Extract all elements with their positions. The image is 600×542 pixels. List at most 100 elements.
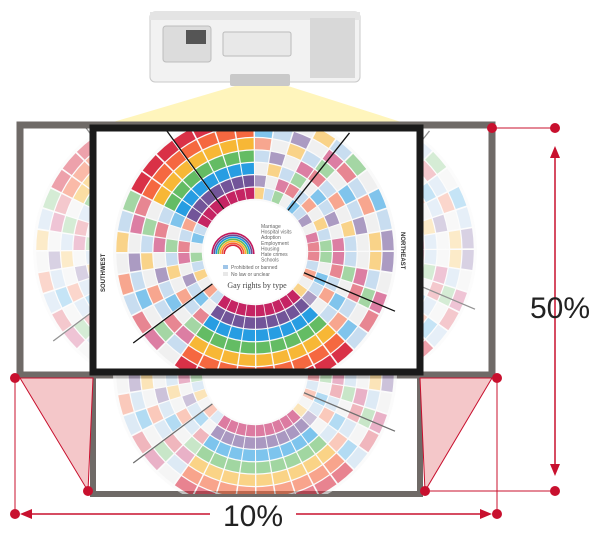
chart-ring-cell: [141, 373, 153, 390]
chart-ring-cell: [369, 232, 382, 250]
chart-ring-cell: [376, 160, 394, 177]
chart-ring-cell: [94, 159, 113, 178]
chart-ring-cell: [244, 317, 255, 329]
chart-ring-cell: [256, 354, 273, 366]
keystone-right-wedge: [420, 378, 492, 491]
chart-ring-cell: [49, 232, 61, 250]
chart-ring-cell: [382, 148, 401, 166]
horizontal-shift-label: 10%: [223, 500, 283, 533]
chart-ring-cell: [368, 342, 387, 358]
chart-ring-cell: [256, 341, 271, 353]
chart-ring-cell: [246, 425, 255, 437]
chart-ring-cell: [116, 374, 129, 394]
chart-ring-cell: [357, 354, 369, 371]
chart-ring-cell: [239, 474, 255, 486]
chart-ring-cell: [36, 252, 49, 272]
chart-ring-cell: [129, 253, 142, 271]
chart-ring-cell: [141, 236, 153, 252]
marker-dot: [10, 373, 20, 383]
marker-dot: [10, 509, 20, 519]
chart-ring-cell: [141, 253, 153, 270]
chart-ring-cell: [73, 251, 85, 266]
chart-ring-cell: [256, 329, 269, 341]
chart-ring-cell: [153, 253, 165, 268]
chart-ring-cell: [399, 178, 416, 196]
chart-ring-cell: [240, 341, 255, 353]
chart-ring-cell: [102, 216, 116, 230]
chart-ring-cell: [240, 461, 255, 473]
legend-item: Schools: [261, 258, 279, 264]
chart-ring-cell: [61, 251, 73, 268]
chart-ring-cell: [381, 350, 394, 370]
chart-ring-cell: [449, 230, 462, 248]
chart-ring-cell: [255, 175, 266, 187]
chart-ring-cell: [395, 158, 414, 177]
vent-grille: [310, 18, 355, 78]
marker-dot: [420, 486, 430, 496]
chart-ring-cell: [166, 239, 178, 252]
chart-ring-cell: [371, 130, 391, 147]
chart-ring-cell: [377, 323, 395, 340]
chart-ring-cell: [98, 239, 110, 250]
status-legend-item: No law or unclear: [231, 272, 270, 278]
chart-ring-cell: [381, 252, 393, 272]
chart-ring-cell: [381, 230, 394, 250]
chart-ring-cell: [125, 342, 144, 358]
chart-ring-cell: [119, 353, 139, 370]
chart-ring-cell: [437, 250, 449, 266]
marker-dot: [550, 123, 560, 133]
chart-ring-cell: [390, 187, 406, 203]
chart-ring-cell: [332, 252, 344, 265]
chart-ring-cell: [308, 252, 320, 261]
chart-ring-cell: [400, 303, 417, 321]
chart-ring-cell: [461, 228, 474, 248]
chart-ring-cell: [398, 198, 414, 214]
marker-dot: [492, 509, 502, 519]
chart-ring-cell: [101, 138, 122, 157]
chart-ring-cell: [49, 251, 62, 269]
chart-ring-cell: [256, 437, 267, 449]
chart-ring-cell: [178, 253, 190, 264]
chart-ring-cell: [178, 241, 190, 252]
status-legend-item: Prohibited or banned: [231, 265, 278, 271]
chart-ring-cell: [115, 160, 133, 177]
chart-ring-cell: [424, 250, 436, 265]
chart-ring-cell: [242, 449, 255, 461]
chart-ring-cell: [357, 252, 369, 268]
chart-ring-cell: [344, 252, 356, 267]
chart-ring-cell: [424, 234, 436, 249]
chart-ring-cell: [118, 130, 138, 147]
region-label: NORTHEAST: [399, 232, 405, 270]
projector-lens: [230, 74, 290, 86]
chart-ring-cell: [256, 461, 271, 473]
keystone-left-wedge: [20, 378, 93, 491]
chart-ring-cell: [320, 252, 332, 263]
chart-ring-cell: [357, 234, 369, 251]
chart-ring-cell: [372, 353, 392, 370]
chart-ring-cell: [112, 179, 128, 195]
chart-ring-cell: [140, 138, 158, 153]
chart-ring-cell: [103, 169, 121, 186]
chart-ring-cell: [387, 137, 408, 156]
chart-ring-cell: [344, 236, 356, 251]
chart-title: Gay rights by type: [227, 281, 287, 290]
chart-ring-cell: [239, 354, 255, 366]
chart-ring-cell: [118, 331, 133, 352]
display-screen: [186, 30, 206, 44]
chart-ring-cell: [116, 232, 128, 252]
chart-ring-cell: [191, 243, 203, 252]
chart-ring-cell: [449, 250, 461, 268]
chart-ring-cell: [376, 329, 391, 350]
chart-ring-cell: [244, 437, 255, 449]
chart-ring-cell: [389, 343, 410, 362]
chart-ring-cell: [103, 188, 119, 204]
chart-ring-cell: [367, 142, 386, 158]
chart-ring-cell: [243, 175, 254, 187]
chart-ring-cell: [369, 352, 382, 370]
chart-ring-cell: [320, 240, 332, 251]
chart-ring-cell: [104, 315, 122, 332]
chart-ring-cell: [73, 235, 85, 250]
chart-ring-cell: [351, 137, 369, 151]
chart-ring-cell: [104, 297, 120, 313]
